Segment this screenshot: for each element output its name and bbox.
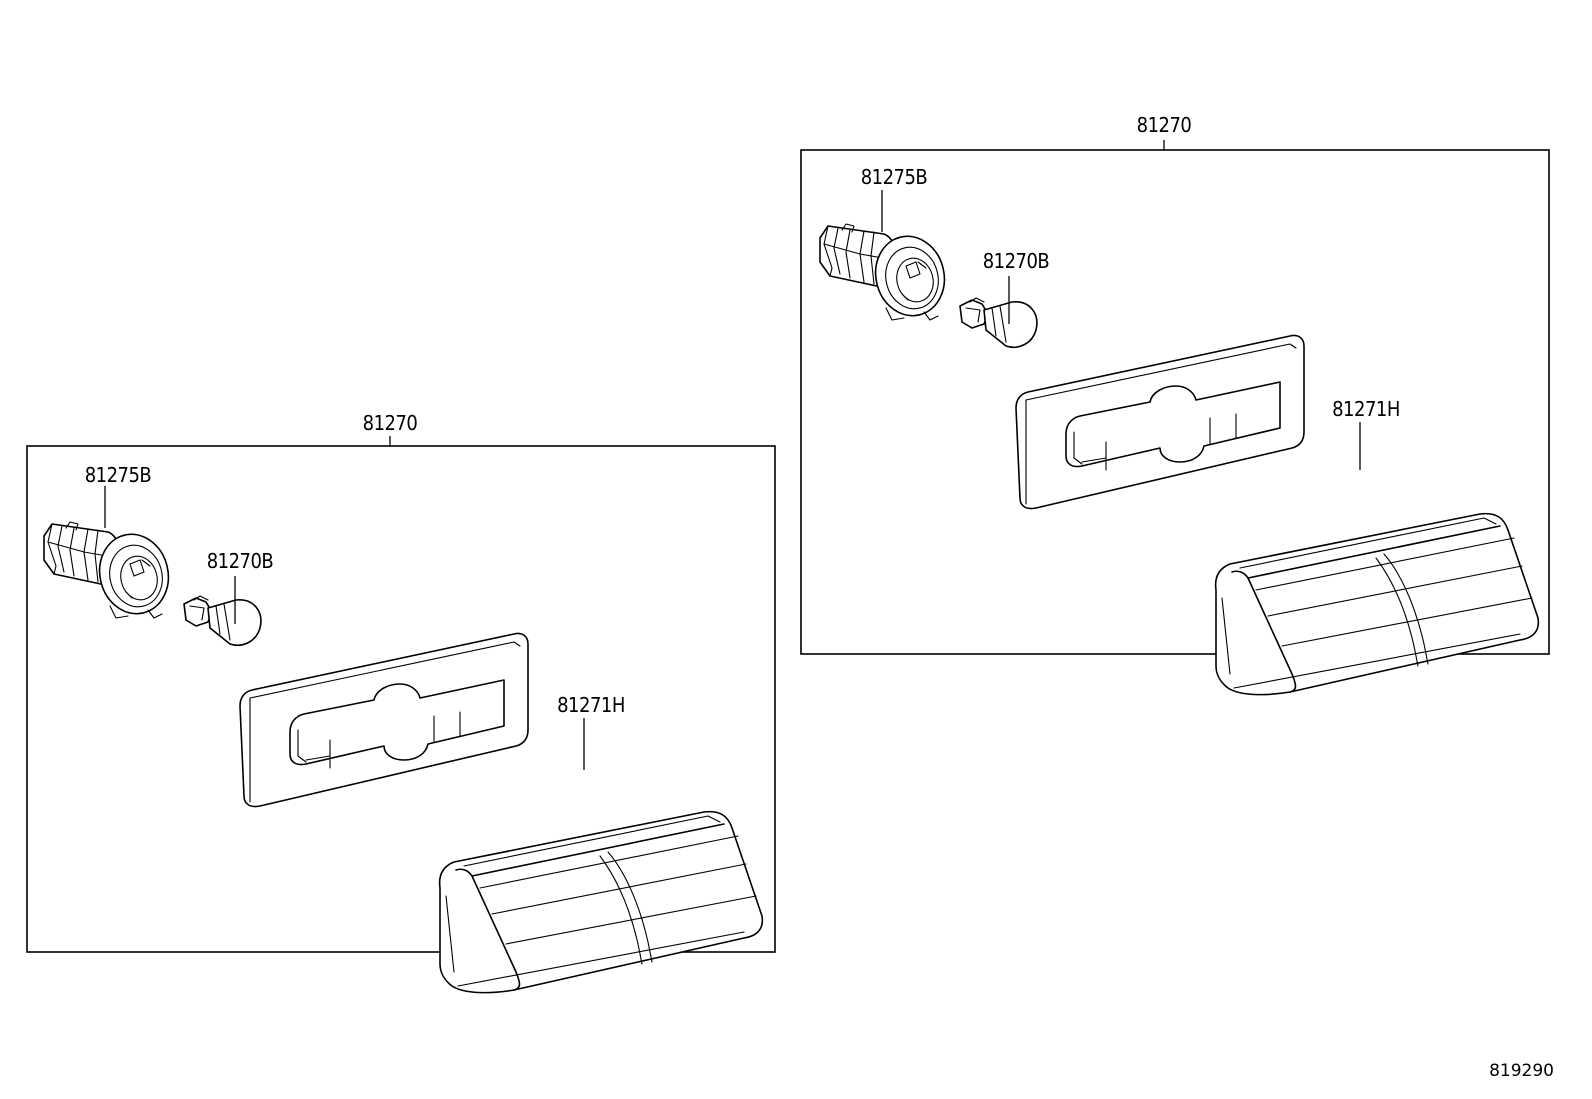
assembly-2-bulb-label: 81270B <box>983 249 1050 273</box>
assembly-1-label: 81270 <box>363 411 418 435</box>
assembly-1-parts <box>43 521 764 994</box>
assembly-2: 81270 81275B 81270B 81271H <box>800 113 1550 696</box>
assembly-2-lens-label: 81271H <box>1332 397 1400 421</box>
assembly-2-frame <box>800 149 1550 655</box>
illustration-id: 819290 <box>1489 1061 1554 1081</box>
assembly-2-socket-label: 81275B <box>861 165 928 189</box>
assembly-2-parts <box>819 223 1540 696</box>
assembly-1: 81270 81275B 81270B 81271H <box>26 411 776 994</box>
assembly-2-label: 81270 <box>1137 113 1192 137</box>
assembly-1-socket-label: 81275B <box>85 463 152 487</box>
assembly-1-lens-label: 81271H <box>557 693 625 717</box>
assembly-1-bulb-label: 81270B <box>207 549 274 573</box>
assembly-1-frame <box>26 445 776 953</box>
